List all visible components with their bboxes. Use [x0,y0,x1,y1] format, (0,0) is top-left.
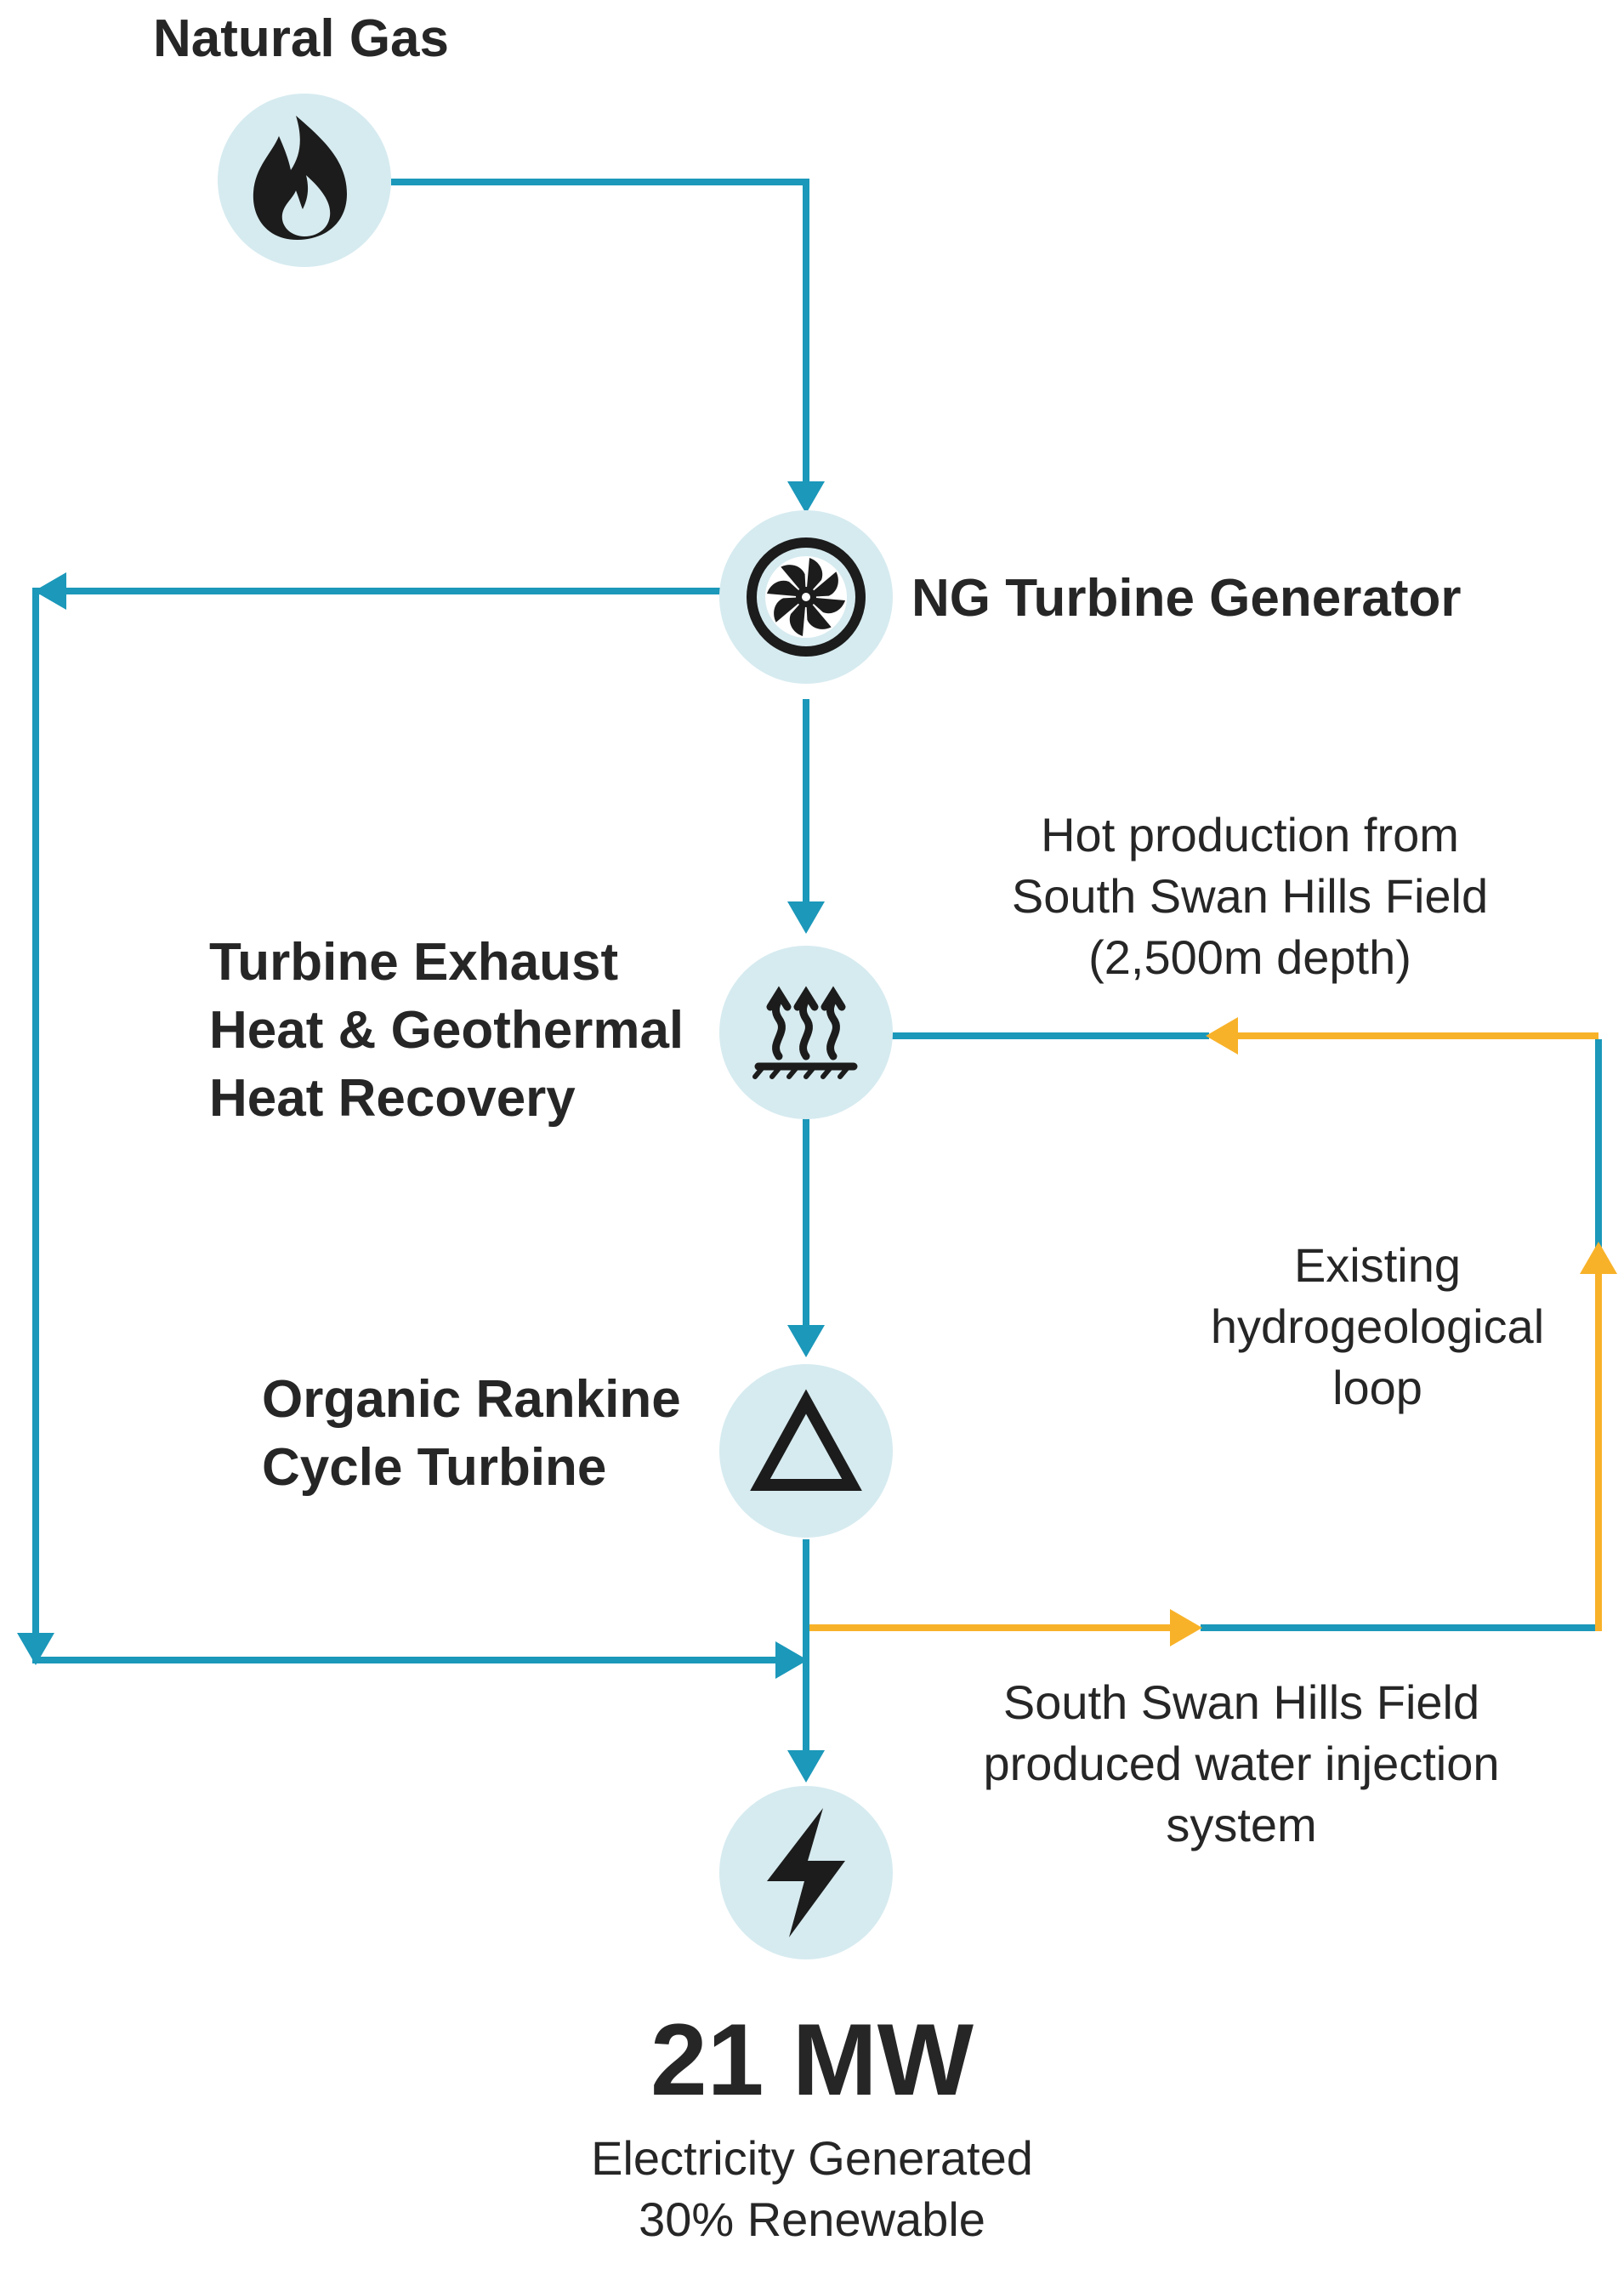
arrowhead-loop-up [1580,1242,1617,1274]
electricity-node [719,1786,893,1959]
arrowheads [17,481,1617,1783]
hydrogeological-loop-annotation: Existing hydrogeological loop [1210,1238,1545,1414]
hot-production-annotation: Hot production from South Swan Hills Fie… [1011,808,1489,984]
arrowhead-injection-right [1170,1609,1202,1646]
arrowhead-into-heat-recovery [787,901,825,934]
power-output-value: 21 MW [650,2003,974,2117]
triangle-icon [750,1389,862,1491]
arrowhead-bypass-down [17,1633,54,1665]
lightning-bolt-icon [767,1808,845,1937]
flame-icon [253,116,347,240]
flow-gas-to-turbine [391,179,809,495]
arrowhead-into-electricity [787,1750,825,1783]
flow-turbine-bypass [32,588,791,1663]
turbine-fan-icon [747,537,866,657]
arrowhead-into-orc [787,1325,825,1357]
arrowhead-into-turbine [787,481,825,514]
heat-rising-icon [752,986,858,1079]
heat-recovery-node [719,946,893,1119]
natural-gas-label: Natural Gas [153,9,450,68]
heat-recovery-label: Turbine Exhaust Heat & Geothermal Heat R… [209,933,684,1128]
arrowhead-bypass-left [34,572,66,610]
blue-flow-lines [32,179,1602,1762]
arrowhead-bypass-merge [775,1641,808,1679]
orc-turbine-label: Organic Rankine Cycle Turbine [262,1370,681,1497]
ng-turbine-node [719,510,893,684]
orc-turbine-node [719,1364,893,1538]
natural-gas-node [218,94,391,267]
power-output-description: Electricity Generated 30% Renewable [591,2131,1033,2246]
orange-flow-lines [809,1032,1602,1631]
injection-system-annotation: South Swan Hills Field produced water in… [983,1675,1500,1851]
arrowhead-geothermal-left [1206,1017,1238,1055]
ng-turbine-label: NG Turbine Generator [911,569,1462,628]
